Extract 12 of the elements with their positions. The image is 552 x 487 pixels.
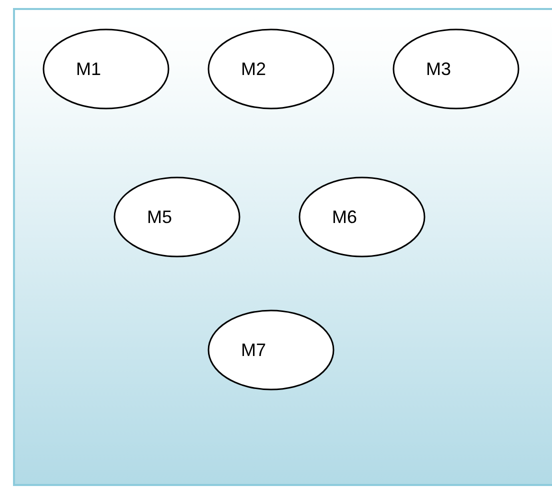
ellipse-node: [43, 29, 169, 109]
ellipse-node: [114, 177, 240, 257]
node-label: M6: [332, 206, 358, 229]
node-label: M5: [147, 206, 172, 229]
node-label: M2: [241, 58, 266, 81]
node-label: M3: [426, 58, 452, 81]
node-label: M7: [241, 339, 266, 362]
ellipse-node: [208, 29, 334, 109]
ellipse-node: [299, 177, 425, 257]
ellipse-node: [393, 29, 519, 109]
ellipse-node: [208, 310, 334, 390]
node-label: M1: [76, 58, 102, 81]
